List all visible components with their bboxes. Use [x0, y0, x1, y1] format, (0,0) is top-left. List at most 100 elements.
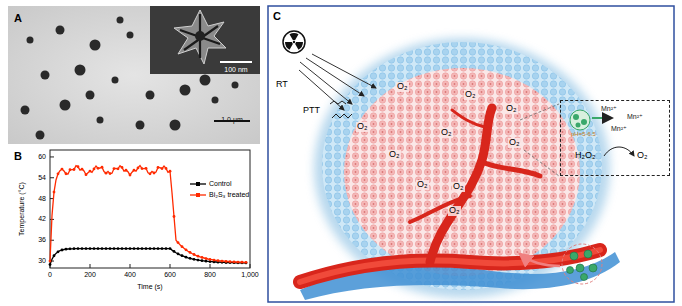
nanoparticle: [75, 65, 86, 76]
tick: [50, 264, 51, 268]
axis-ticks: [50, 157, 250, 268]
axis-label: 54: [38, 174, 46, 182]
data-marker: [193, 253, 196, 256]
nanoparticle: [180, 85, 191, 96]
nanoparticle: [127, 32, 134, 39]
panel-letter: A: [14, 12, 22, 24]
tick: [170, 264, 171, 268]
axis-label: 600: [164, 271, 176, 279]
data-marker: [153, 247, 156, 250]
data-marker: [105, 247, 108, 250]
nanoparticle: [112, 77, 119, 84]
data-marker: [97, 247, 100, 250]
data-marker: [129, 174, 132, 177]
data-marker: [53, 254, 56, 257]
data-marker: [197, 255, 200, 258]
data-marker: [201, 256, 204, 259]
data-marker: [173, 250, 176, 253]
nanoparticle: [200, 75, 211, 86]
treated-curve: [50, 166, 246, 263]
data-marker: [245, 262, 248, 265]
legend-marker: [196, 193, 200, 197]
panel-letter: B: [14, 150, 22, 162]
axis-label: 1,000: [241, 271, 259, 279]
data-marker: [149, 172, 152, 175]
nanoparticle: [232, 82, 239, 89]
oxygen-label: O₂: [396, 82, 409, 92]
heat-wave: [332, 114, 352, 118]
data-marker: [121, 247, 124, 250]
axis-label: Time (s): [137, 283, 162, 291]
data-marker: [57, 250, 60, 253]
tick: [50, 156, 54, 157]
data-marker: [241, 261, 244, 264]
tem-image: [8, 6, 260, 144]
data-marker: [105, 172, 108, 175]
panel-frame: [268, 6, 674, 302]
legend-text: Control: [209, 180, 232, 188]
nanoparticle: [56, 26, 65, 35]
data-marker: [73, 168, 76, 171]
data-marker: [137, 247, 140, 250]
data-marker: [185, 256, 188, 259]
data-marker: [125, 247, 128, 250]
data-marker: [233, 261, 236, 264]
mno2-particle: [570, 110, 590, 130]
data-marker: [133, 247, 136, 250]
axis-label: 0: [48, 271, 52, 279]
node-text: O₂: [637, 151, 648, 161]
data-marker: [61, 249, 64, 252]
data-marker: [125, 169, 128, 172]
reaction-arrow: [592, 117, 612, 119]
data-marker: [177, 252, 180, 255]
tick: [90, 264, 91, 268]
data-marker: [49, 260, 52, 263]
data-marker: [161, 247, 164, 250]
data-marker: [233, 260, 236, 263]
oxygen-label: O₂: [416, 180, 429, 190]
data-marker: [109, 247, 112, 250]
delivery-arrow: [520, 254, 560, 266]
blood-vessel: [300, 108, 600, 282]
data-marker: [181, 245, 184, 248]
data-marker: [149, 247, 152, 250]
axis-label: 36: [38, 236, 46, 244]
data-marker: [133, 169, 136, 172]
data-marker: [85, 173, 88, 176]
legend-samples: [190, 182, 206, 197]
data-marker: [153, 172, 156, 175]
data-marker: [137, 167, 140, 170]
panel-letter: C: [273, 10, 281, 22]
data-marker: [109, 172, 112, 175]
nanoparticle: [41, 71, 50, 80]
nanoparticle: [36, 131, 45, 140]
callout-box: Mn²⁺Mn²⁺Mn²⁺pH=5-6.5H₂O₂O₂: [560, 100, 670, 176]
data-marker: [101, 166, 104, 169]
reaction-arrow: [604, 147, 634, 156]
data-marker: [225, 260, 228, 263]
node-text: H₂O₂: [575, 151, 596, 161]
oxygen-label: O₂: [448, 206, 461, 216]
plot-frame: [50, 150, 250, 268]
data-marker: [213, 259, 216, 262]
particles-green: [567, 250, 598, 281]
data-marker: [189, 251, 192, 254]
data-marker: [145, 247, 148, 250]
data-marker: [157, 166, 160, 169]
data-marker: [161, 167, 164, 170]
data-marker: [81, 247, 84, 250]
tick: [210, 264, 211, 268]
nanoflower: [174, 10, 226, 64]
data-marker: [241, 261, 244, 264]
oxygen-label: O₂: [452, 182, 465, 192]
radiation-symbol: [283, 31, 305, 53]
nanoparticle: [60, 100, 71, 111]
data-marker: [165, 167, 168, 170]
radiation-arrows: [299, 54, 376, 110]
node-text: Mn²⁺: [601, 105, 617, 113]
tick: [130, 264, 131, 268]
oxygen-label: O₂: [464, 90, 477, 100]
data-marker: [53, 191, 56, 194]
nanoparticle: [146, 91, 155, 100]
nanoparticle: [97, 117, 104, 124]
